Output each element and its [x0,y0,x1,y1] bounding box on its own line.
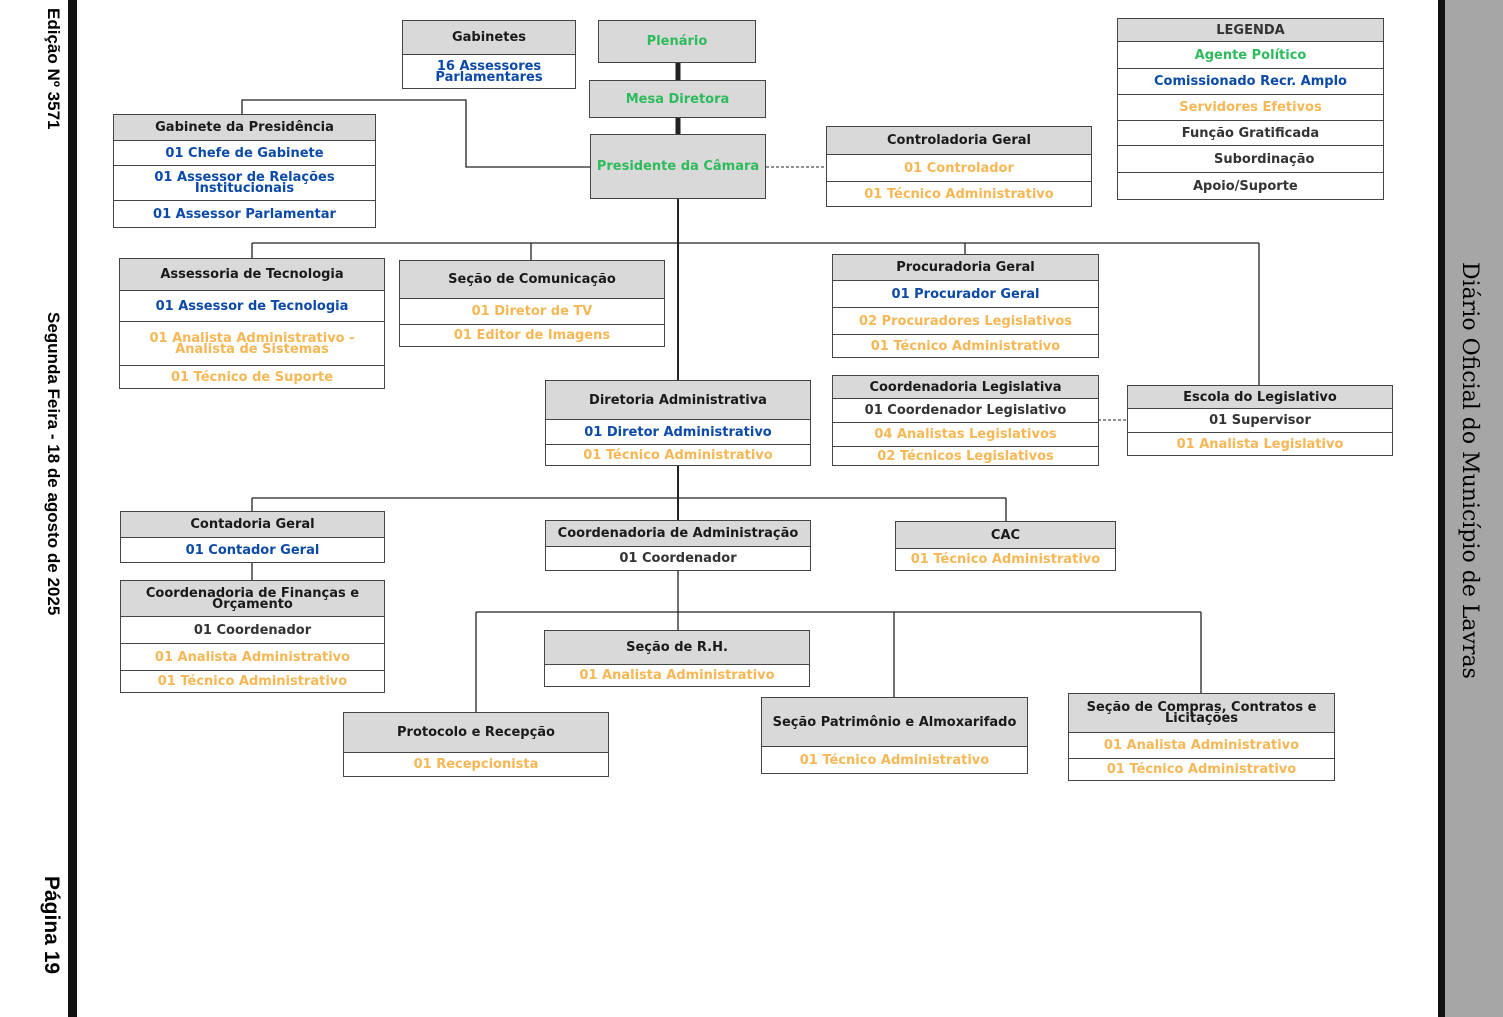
unit-title: Assessoria de Tecnologia [120,259,384,290]
unit-role: 01 Técnico Administrativo [827,181,1091,206]
unit-presidente: Presidente da Câmara [590,134,766,199]
unit-gabinetes: Gabinetes 16 Assessores Parlamentares [402,20,576,89]
unit-role: 01 Técnico Administrativo [762,746,1027,773]
unit-patrimonio: Seção Patrimônio e Almoxarifado 01 Técni… [761,697,1028,774]
unit-title: Seção de R.H. [545,631,809,664]
unit-controladoria: Controladoria Geral 01 Controlador 01 Té… [826,126,1092,207]
unit-role: 01 Analista Administrativo [545,664,809,686]
unit-title: Protocolo e Recepção [344,713,608,752]
unit-role: 01 Diretor Administrativo [546,419,810,444]
unit-title: Contadoria Geral [121,512,384,537]
unit-role: 01 Supervisor [1128,408,1392,432]
unit-role: 01 Técnico Administrativo [1069,758,1334,780]
unit-tecnologia: Assessoria de Tecnologia 01 Assessor de … [119,258,385,389]
unit-title: Escola do Legislativo [1128,386,1392,408]
unit-role: 01 Recepcionista [344,752,608,776]
unit-role: 01 Técnico de Suporte [120,365,384,388]
unit-coord-financas: Coordenadoria de Finanças e Orçamento 01… [120,580,385,693]
unit-role: 01 Procurador Geral [833,280,1098,307]
unit-role: 01 Coordenador [121,616,384,643]
right-margin [1438,0,1503,1017]
unit-title: Seção de Compras, Contratos e Licitações [1069,694,1334,732]
legend-title: LEGENDA [1118,19,1383,42]
unit-role: 02 Procuradores Legislativos [833,307,1098,334]
unit-role: 16 Assessores Parlamentares [403,54,575,88]
unit-title: Gabinetes [403,21,575,54]
unit-role: 01 Assessor de Tecnologia [120,290,384,321]
unit-role: 01 Técnico Administrativo [896,548,1115,570]
unit-role: 01 Chefe de Gabinete [114,140,375,165]
unit-mesa-diretora: Mesa Diretora [589,80,766,118]
left-margin-rule [68,0,77,1017]
legend: LEGENDA Agente Político Comissionado Rec… [1117,18,1384,200]
unit-cac: CAC 01 Técnico Administrativo [895,521,1116,571]
legend-agente-politico: Agente Político [1118,42,1383,69]
unit-comunicacao: Seção de Comunicação 01 Diretor de TV 01… [399,260,665,347]
unit-role: 01 Editor de Imagens [400,324,664,346]
unit-title: Coordenadoria Legislativa [833,376,1098,398]
legend-apoio: Apoio/Suporte [1193,178,1298,194]
unit-rh: Seção de R.H. 01 Analista Administrativo [544,630,810,687]
unit-title: Controladoria Geral [827,127,1091,154]
unit-coord-legislativa: Coordenadoria Legislativa 01 Coordenador… [832,375,1099,466]
unit-title: Diretoria Administrativa [546,381,810,419]
connector-gabinete-presidencia [241,99,590,168]
unit-title: Procuradoria Geral [833,255,1098,280]
unit-procuradoria: Procuradoria Geral 01 Procurador Geral 0… [832,254,1099,358]
unit-diretoria: Diretoria Administrativa 01 Diretor Admi… [545,380,811,466]
unit-role: 01 Técnico Administrativo [121,670,384,692]
unit-title: CAC [896,522,1115,548]
unit-role: 04 Analistas Legislativos [833,422,1098,446]
unit-role: 01 Controlador [827,154,1091,181]
unit-title: Gabinete da Presidência [114,115,375,140]
right-margin-rule [1438,0,1445,1017]
unit-coord-admin: Coordenadoria de Administração 01 Coorde… [545,520,811,571]
unit-role: 01 Assessor Parlamentar [114,200,375,227]
unit-role: 01 Analista Administrativo [1069,732,1334,758]
legend-efetivos: Servidores Efetivos [1118,95,1383,121]
legend-comissionado: Comissionado Recr. Amplo [1118,69,1383,95]
unit-compras: Seção de Compras, Contratos e Licitações… [1068,693,1335,781]
unit-contadoria: Contadoria Geral 01 Contador Geral [120,511,385,563]
left-margin [0,0,80,1017]
legend-subordinacao: Subordinação [1118,146,1383,173]
unit-role: 02 Técnicos Legislativos [833,446,1098,465]
unit-title: Coordenadoria de Finanças e Orçamento [121,581,384,616]
unit-protocolo: Protocolo e Recepção 01 Recepcionista [343,712,609,777]
unit-title: Seção de Comunicação [400,261,664,298]
unit-role: 01 Técnico Administrativo [833,334,1098,357]
unit-role: 01 Coordenador Legislativo [833,398,1098,422]
unit-role: 01 Assessor de Relações Institucionais [114,165,375,200]
unit-role: 01 Analista Administrativo - Analista de… [120,321,384,365]
unit-role: 01 Diretor de TV [400,298,664,324]
unit-plenario: Plenário [598,20,756,63]
unit-role: 01 Contador Geral [121,537,384,562]
unit-role: 01 Analista Legislativo [1128,432,1392,455]
unit-title: Seção Patrimônio e Almoxarifado [762,698,1027,746]
unit-escola: Escola do Legislativo 01 Supervisor 01 A… [1127,385,1393,456]
unit-role: 01 Coordenador [546,546,810,570]
legend-funcao: Função Gratificada [1118,121,1383,146]
unit-role: 01 Analista Administrativo [121,643,384,670]
unit-title: Coordenadoria de Administração [546,521,810,546]
unit-role: 01 Técnico Administrativo [546,444,810,465]
unit-gabinete-presidencia: Gabinete da Presidência 01 Chefe de Gabi… [113,114,376,228]
